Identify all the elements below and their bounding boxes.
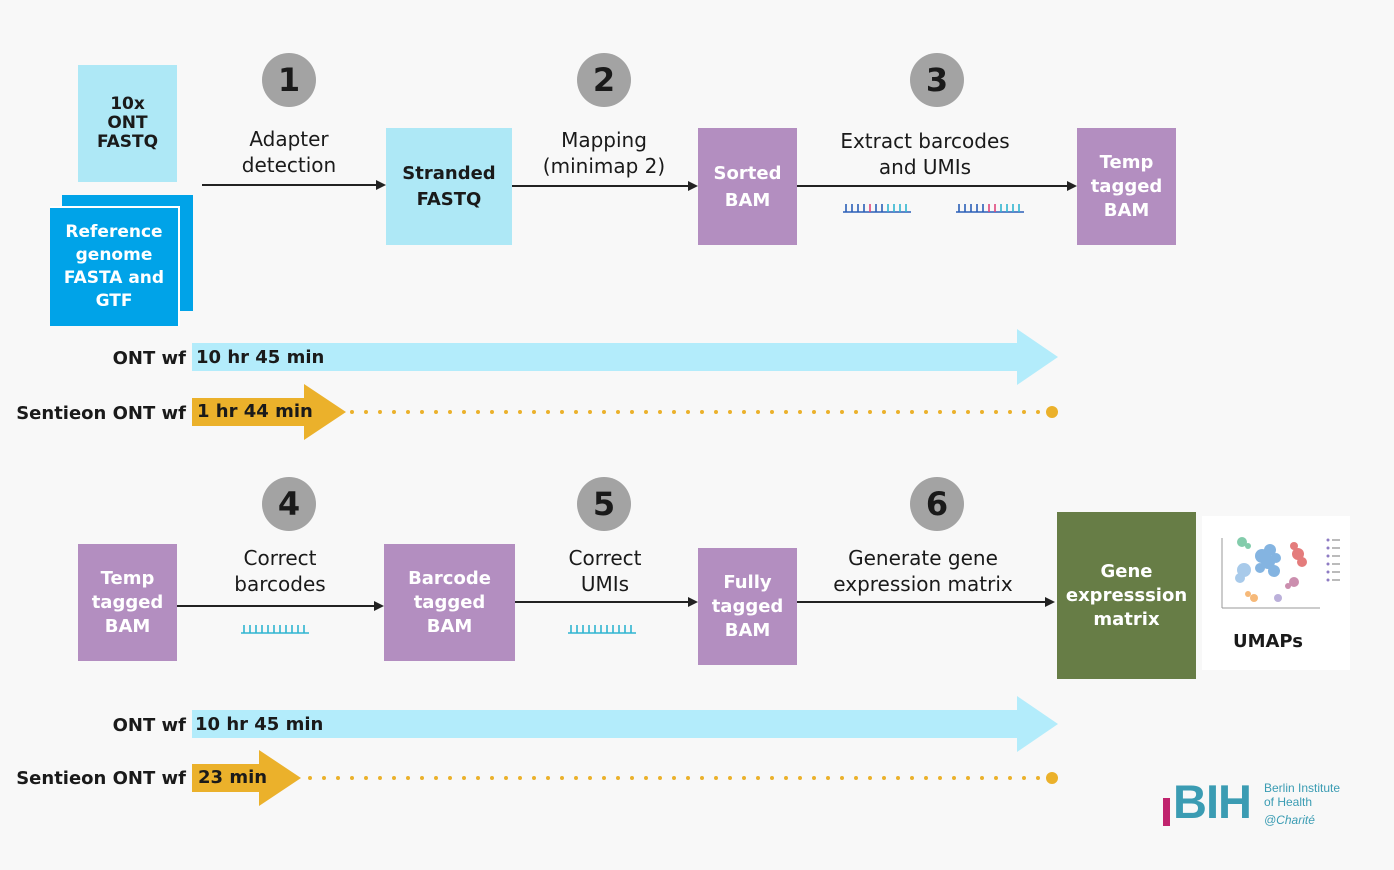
sentieon-wf-time-bottom: 23 min [198, 767, 268, 788]
step-badge-1: 1 [262, 53, 316, 107]
ont-wf-time-top: 10 hr 45 min [196, 347, 325, 368]
bih-logo-line2: of Health [1264, 795, 1313, 809]
read-glyph-icon [568, 625, 636, 634]
fully-tagged-bam-box: Fully tagged BAM [698, 548, 797, 665]
sentieon-wf-arrow-top [192, 384, 346, 440]
sentieon-end-dot-top [1046, 406, 1058, 418]
umap-panel: UMAPs [1202, 516, 1350, 670]
ont-wf-arrow-top [192, 329, 1058, 385]
bih-logo-line1: Berlin Institute [1264, 781, 1341, 795]
read-glyph-icon [241, 625, 309, 634]
ont-wf-label-bottom: ONT wf [112, 715, 186, 736]
temp-tagged-bam-box-bottom: Temp tagged BAM [78, 544, 177, 661]
barcode-tagged-bam-box: Barcode tagged BAM [384, 544, 515, 661]
bih-logo-bar [1163, 798, 1170, 826]
step-label-adapter-detection: Adapter detection [241, 127, 337, 177]
reference-genome-box: Reference genome FASTA and GTF [50, 206, 180, 326]
step-label-extract-barcodes: Extract barcodes and UMIs [840, 129, 1010, 179]
step-label-correct-barcodes: Correct barcodes [234, 546, 326, 596]
step-badge-4: 4 [262, 477, 316, 531]
sorted-bam-box: Sorted BAM [698, 128, 797, 245]
sentieon-wf-time-top: 1 hr 44 min [197, 401, 313, 422]
sentieon-end-dot-bottom [1046, 772, 1058, 784]
sentieon-wf-label-bottom: Sentieon ONT wf [16, 768, 186, 789]
step-badge-5: 5 [577, 477, 631, 531]
umaps-label: UMAPs [1232, 631, 1304, 652]
step-badge-2: 2 [577, 53, 631, 107]
bih-logo: BIH Berlin Institute of Health @Charité [1163, 775, 1363, 830]
step-badge-3: 3 [910, 53, 964, 107]
step-label-correct-umis: Correct UMIs [568, 546, 642, 596]
sentieon-wf-arrow-bottom [192, 750, 301, 806]
step-label-generate-matrix: Generate gene expression matrix [833, 546, 1013, 596]
ont-wf-time-bottom: 10 hr 45 min [195, 714, 324, 735]
step-label-mapping: Mapping (minimap 2) [542, 128, 666, 178]
ont-wf-arrow-bottom [192, 696, 1058, 752]
stranded-fastq-box: Stranded FASTQ [386, 128, 512, 245]
bih-logo-line3: @Charité [1264, 813, 1315, 827]
step-badge-6: 6 [910, 477, 964, 531]
gene-expression-matrix-box: Gene expresssion matrix [1057, 512, 1196, 679]
temp-tagged-bam-box-top: Temp tagged BAM [1077, 128, 1176, 245]
bih-logo-letters: BIH [1173, 775, 1252, 828]
umap-plot-icon [1221, 537, 1340, 609]
input-fastq-box: 10x ONT FASTQ [78, 65, 177, 182]
read-glyph-icon [843, 204, 911, 213]
ont-wf-label-top: ONT wf [112, 348, 186, 369]
read-glyph-icon [956, 204, 1024, 213]
sentieon-wf-label-top: Sentieon ONT wf [16, 403, 186, 424]
